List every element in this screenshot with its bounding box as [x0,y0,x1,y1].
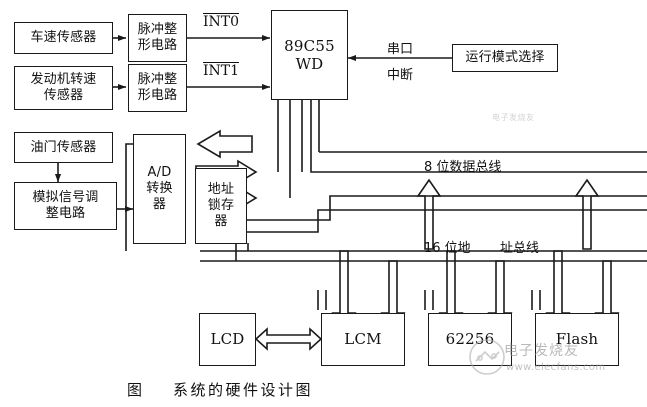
figure-caption: 图 系统的硬件设计图 [0,379,440,400]
block-pulse-shaper-1[interactable]: 脉冲整 形电路 [128,14,187,62]
ad-return-rail [125,143,133,251]
watermark-faint-text: 电子发烧友 [492,113,535,122]
block-lcd-label: LCD [210,330,245,349]
block-analog-conditioner-label: 模拟信号调 整电路 [32,190,99,221]
bus-label-data: 8 位数据总线 [424,160,502,175]
bus-label-address-left: 16 位地 [424,241,471,256]
signal-label-int0: INT0 [203,13,240,30]
block-speed-sensor[interactable]: 车速传感器 [14,22,113,54]
block-mcu-label: 89C55 WD [284,36,335,73]
signal-label-int1: INT1 [203,62,240,79]
block-pulse-shaper-2[interactable]: 脉冲整 形电路 [128,64,187,112]
block-pulse-shaper-1-label: 脉冲整 形电路 [137,22,178,53]
signal-label-interrupt: 中断 [387,68,414,83]
block-flash[interactable]: Flash [535,313,619,366]
block-mode-select[interactable]: 运行模式选择 [452,44,558,72]
databus-bottom-rail [310,100,647,173]
figure-caption-prefix: 图 [126,381,145,399]
block-mcu[interactable]: 89C55 WD [271,10,348,100]
block-engine-speed-sensor[interactable]: 发动机转速 传感器 [14,66,113,110]
block-throttle-sensor[interactable]: 油门传感器 [14,132,113,163]
block-sram-62256[interactable]: 62256 [428,313,512,366]
block-address-latch-label: 地址 锁存 器 [207,182,235,229]
bus-label-address-right: 址总线 [500,241,540,256]
block-speed-sensor-label: 车速传感器 [30,30,97,46]
block-lcd[interactable]: LCD [199,313,256,366]
figure-caption-text: 系统的硬件设计图 [173,381,314,399]
block-analog-conditioner[interactable]: 模拟信号调 整电路 [14,182,117,230]
block-flash-label: Flash [555,330,599,349]
block-lcm[interactable]: LCM [321,313,405,366]
addrbus-rail-a [196,195,647,221]
block-pulse-shaper-2-label: 脉冲整 形电路 [137,72,178,103]
arrow-ad-data-in [196,129,253,159]
block-mode-select-label: 运行模式选择 [465,50,545,66]
block-lcm-label: LCM [344,330,382,349]
arrow-lcd-lcm-bidir [254,327,323,351]
block-sram-62256-label: 62256 [445,330,495,349]
arrow-addrbus-riser-right [574,178,600,250]
block-address-latch[interactable]: 地址 锁存 器 [195,168,247,244]
block-engine-speed-sensor-label: 发动机转速 传感器 [30,72,97,103]
block-ad-converter[interactable]: A/D 转换 器 [133,134,186,244]
block-throttle-sensor-label: 油门传感器 [30,139,97,155]
block-ad-converter-label: A/D 转换 器 [146,165,173,212]
signal-label-serial-port: 串口 [387,42,414,57]
addrbus-rail-b [196,209,647,233]
